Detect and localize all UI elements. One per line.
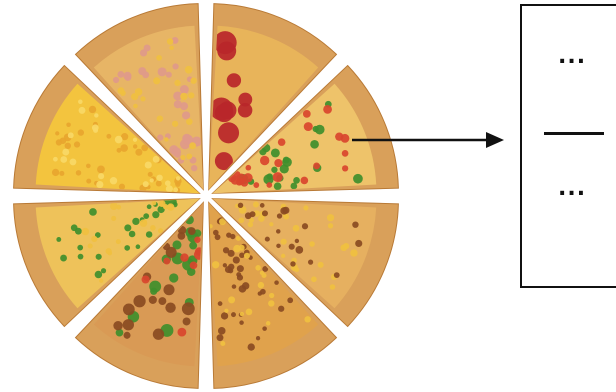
fraction-box: ... ... [520,4,616,288]
arrow-head-icon [486,132,504,148]
fraction-bar [544,132,604,135]
fraction-numerator: ... [558,46,586,68]
fraction-denominator: ... [558,178,586,200]
